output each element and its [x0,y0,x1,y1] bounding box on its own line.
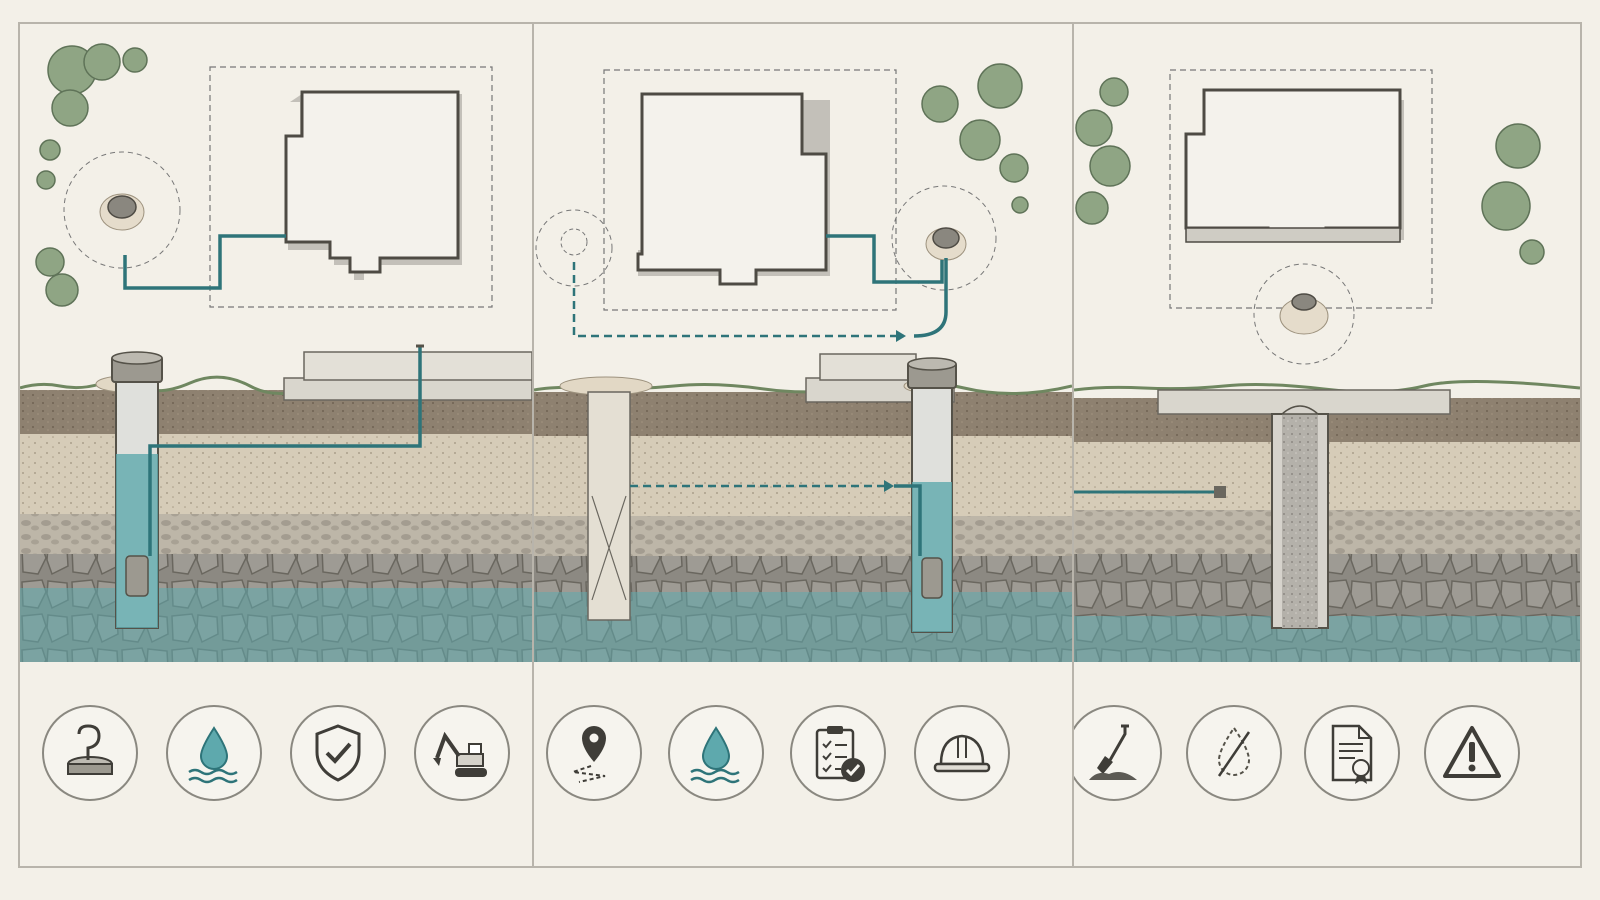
house-plan [1184,88,1404,243]
well-cap-hook-icon[interactable] [42,705,138,801]
grouted-well-shaft [1271,405,1329,629]
panel-divider-1 [532,22,534,868]
house-plan [284,90,462,280]
sealed-well-plan-view [1253,263,1355,365]
active-well-scene [20,43,532,662]
sealed-well-scene [1074,69,1580,662]
old-well-location [535,209,613,287]
new-well-casing [903,357,957,633]
relocated-well-scene [534,63,1072,662]
house-plan [636,92,830,286]
relocated-well-icon-row [534,705,1072,815]
frame-right-line [1580,22,1582,868]
well-plan-view [63,151,181,269]
frame-bottom-line [18,866,1582,868]
shovel-soil-icon[interactable] [1074,705,1162,801]
frame-top-line [18,22,1582,24]
shield-check-icon[interactable] [290,705,386,801]
relocation-path [572,262,904,338]
panel-divider-2 [1072,22,1074,868]
warning-triangle-icon[interactable] [1424,705,1520,801]
new-well-location [891,185,997,291]
soil-cross-section [20,374,532,662]
frame-left-line [18,22,20,868]
clipboard-checklist-icon[interactable] [790,705,886,801]
panel-sealed-well [1074,0,1580,900]
excavator-icon[interactable] [414,705,510,801]
water-line-section [148,346,422,556]
certificate-document-icon[interactable] [1304,705,1400,801]
trees [35,43,148,307]
location-pin-path-icon[interactable] [546,705,642,801]
trees [921,63,1029,214]
water-drop-waves-icon[interactable] [668,705,764,801]
sealed-well-icon-row [1074,705,1580,815]
panel-relocated-well [534,0,1072,900]
water-line-plan [123,234,286,290]
hard-hat-icon[interactable] [914,705,1010,801]
panel-active-well [20,0,532,900]
active-well-icon-row [20,705,532,815]
old-well-shaft [559,376,653,621]
no-water-icon[interactable] [1186,705,1282,801]
water-drop-waves-icon[interactable] [166,705,262,801]
trees [1075,77,1545,265]
